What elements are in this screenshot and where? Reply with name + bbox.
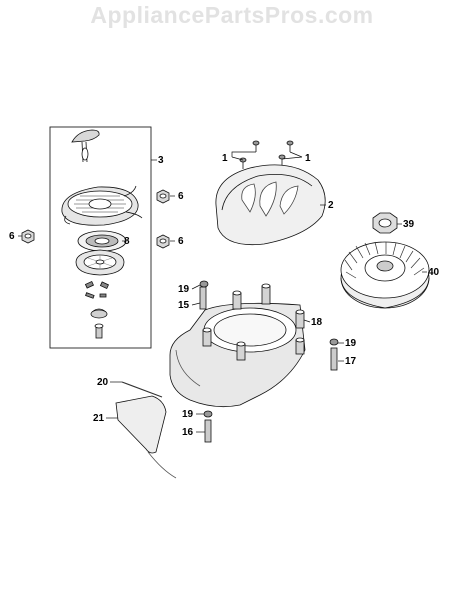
recoil-starter-housing	[61, 185, 143, 226]
callout-1-right: 1	[305, 153, 311, 164]
flywheel-nut	[372, 212, 398, 234]
watermark: AppliancePartsPros.com	[90, 2, 374, 28]
screw-right-1	[286, 140, 294, 152]
callout-21: 21	[93, 413, 105, 424]
callout-40: 40	[428, 267, 440, 278]
screw-right-2	[278, 154, 286, 166]
callout-6-upper: 6	[178, 191, 184, 202]
screw-19-right	[329, 338, 339, 346]
leader-lines	[18, 151, 427, 433]
blower-housing-cover	[215, 164, 326, 246]
callout-15: 15	[178, 300, 190, 311]
recoil-spring-pulley	[77, 230, 127, 252]
blower-housing	[169, 283, 306, 408]
callout-16: 16	[182, 427, 194, 438]
flywheel	[340, 241, 430, 309]
starter-handle	[71, 129, 100, 163]
hex-nut-left	[21, 229, 35, 244]
callout-2: 2	[328, 200, 334, 211]
callout-19-right: 19	[345, 338, 357, 349]
starter-pawls	[84, 280, 110, 299]
callout-3: 3	[158, 155, 164, 166]
starter-center-screw	[94, 323, 104, 339]
callout-6-lower: 6	[178, 236, 184, 247]
callout-6-left: 6	[9, 231, 15, 242]
callout-1-left: 1	[222, 153, 228, 164]
callout-17: 17	[345, 356, 357, 367]
hex-nut-upper	[156, 189, 170, 204]
guide-wire	[121, 381, 163, 398]
stud-15	[199, 286, 207, 310]
callout-18: 18	[311, 317, 323, 328]
screw-left	[252, 140, 260, 152]
callouts: 1 1 2 3 6 6 6 8 39 40 19 15 18 19 17 20 …	[9, 153, 440, 438]
starter-group-box	[49, 126, 152, 349]
callout-19-lower: 19	[182, 409, 194, 420]
starter-pulley	[75, 249, 125, 276]
hex-nut-lower	[156, 234, 170, 249]
screw-19-upper	[199, 280, 209, 288]
air-guide-plate	[115, 395, 177, 479]
callout-20: 20	[97, 377, 109, 388]
callout-8: 8	[124, 236, 130, 247]
screw-19-lower	[203, 410, 213, 418]
stud-17	[330, 347, 338, 371]
stud-16	[204, 419, 212, 443]
starter-retainer	[90, 308, 108, 319]
callout-19-upper: 19	[178, 284, 190, 295]
callout-39: 39	[403, 219, 415, 230]
